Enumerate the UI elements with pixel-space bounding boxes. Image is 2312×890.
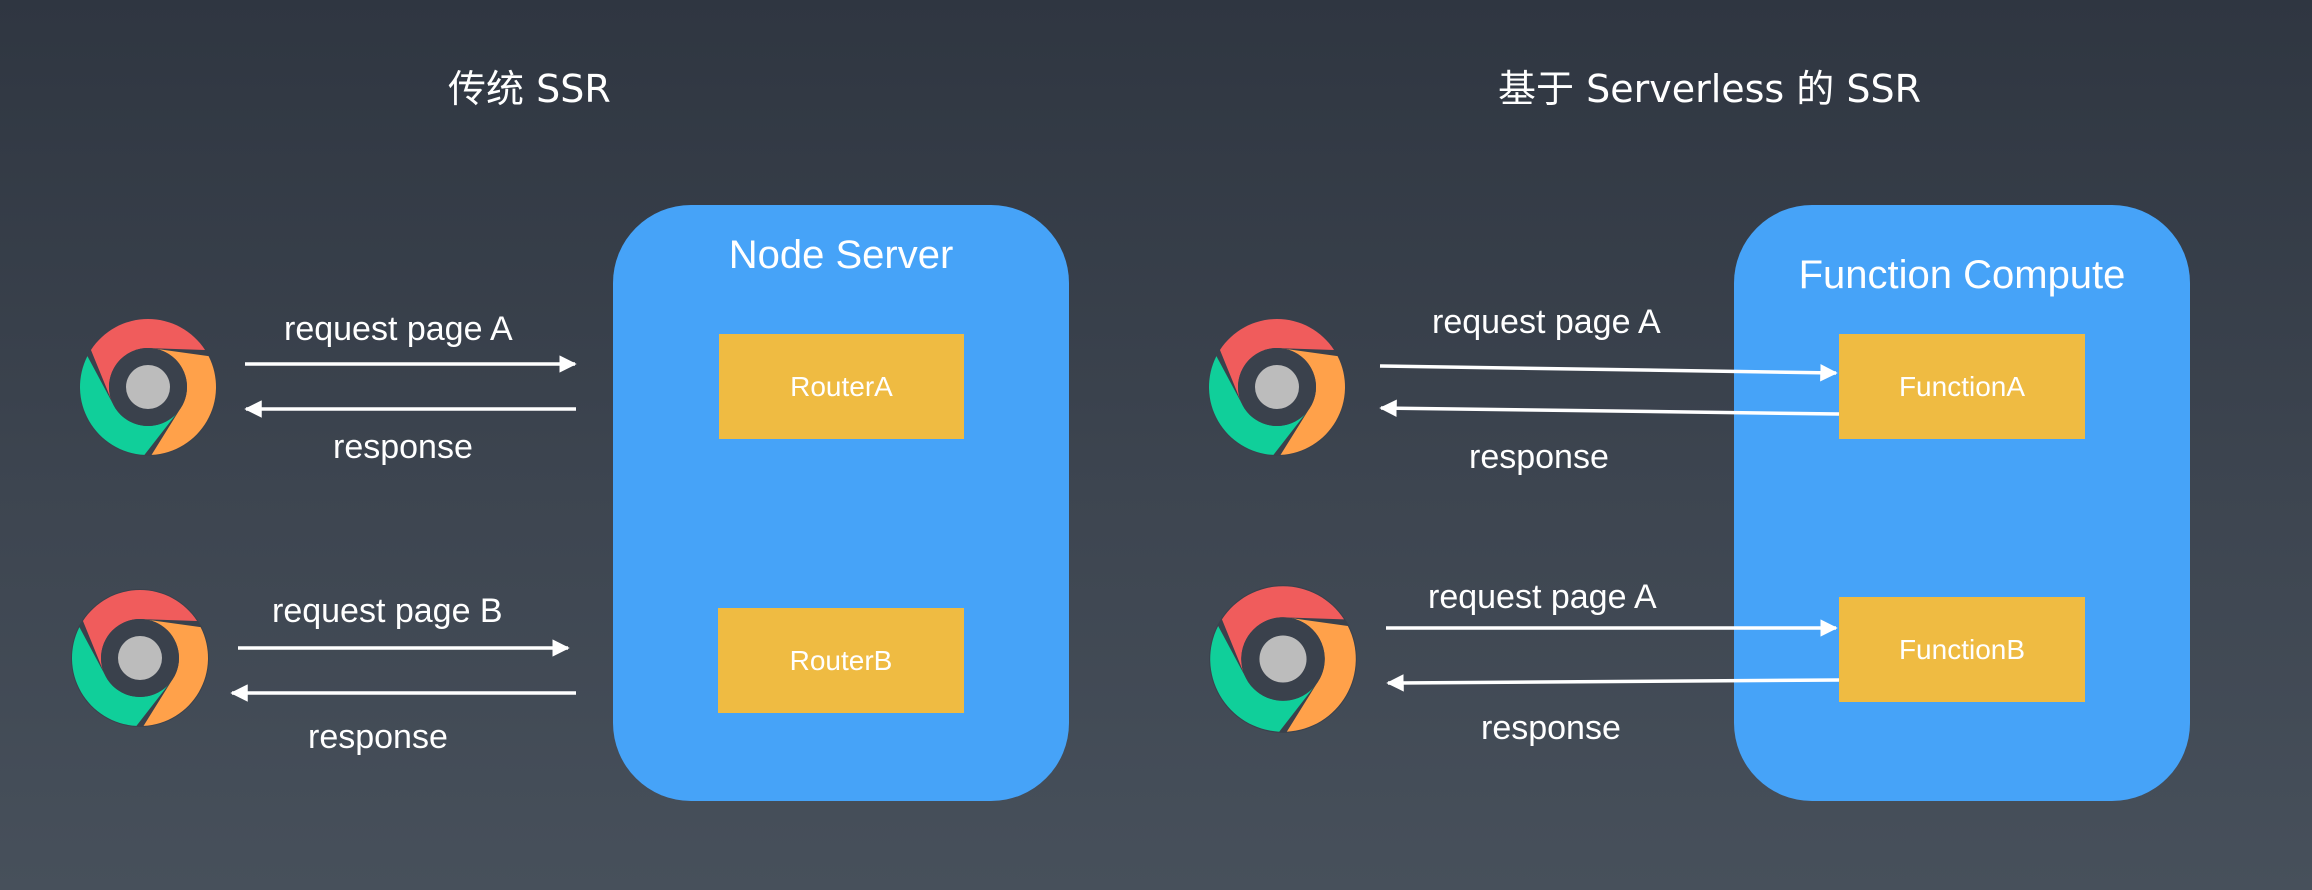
chrome-icon-segment bbox=[71, 627, 173, 726]
function-b-box: FunctionB bbox=[1839, 597, 2085, 702]
chrome-icon-segment bbox=[1221, 586, 1345, 678]
left-response-b-label: response bbox=[308, 718, 448, 756]
chrome-icon-center bbox=[118, 636, 162, 680]
left-diagram-title: 传统 SSR bbox=[448, 67, 611, 111]
right-diagram-title: 基于 Serverless 的 SSR bbox=[1498, 67, 1922, 111]
router-a-box: RouterA bbox=[719, 334, 964, 439]
chrome-icon-segment bbox=[1209, 356, 1310, 455]
node-server-title: Node Server bbox=[728, 233, 954, 277]
chrome-icon-center bbox=[1259, 635, 1307, 683]
function-compute-title: Function Compute bbox=[1798, 253, 2126, 297]
chrome-icon-segment bbox=[1210, 625, 1319, 732]
chrome-browser-icon bbox=[71, 589, 209, 727]
right-request-a-label: request page A bbox=[1432, 303, 1661, 341]
chrome-icon-segment bbox=[90, 319, 206, 405]
chrome-icon-segment bbox=[82, 590, 198, 676]
chrome-browser-icon bbox=[79, 318, 217, 456]
right-response-a-label: response bbox=[1469, 438, 1609, 476]
right-response-a-arrow bbox=[1379, 399, 1840, 417]
function-a-box: FunctionA bbox=[1839, 334, 2085, 439]
left-response-a-label: response bbox=[333, 428, 473, 466]
left-request-a-label: request page A bbox=[284, 310, 513, 348]
chrome-browser-icon bbox=[1209, 585, 1357, 733]
chrome-icon-center bbox=[1255, 365, 1299, 409]
left-request-b-label: request page B bbox=[272, 592, 503, 630]
right-response-b-arrow bbox=[1386, 674, 1840, 692]
chrome-icon-segment bbox=[150, 348, 216, 455]
chrome-icon-center bbox=[126, 365, 170, 409]
chrome-icon-segment bbox=[142, 619, 208, 726]
chrome-icon-segment bbox=[1219, 319, 1335, 405]
right-response-b-label: response bbox=[1481, 709, 1621, 747]
chrome-icon-segment bbox=[1279, 348, 1345, 455]
right-request-a-arrow bbox=[1379, 364, 1838, 382]
chrome-icon-segment bbox=[79, 356, 181, 455]
right-request-b-label: request page A bbox=[1428, 578, 1657, 616]
function-compute-box: Function Compute bbox=[1734, 205, 2190, 801]
router-b-box: RouterB bbox=[718, 608, 964, 713]
chrome-icon-segment bbox=[1285, 617, 1356, 732]
chrome-browser-icon bbox=[1208, 318, 1346, 456]
